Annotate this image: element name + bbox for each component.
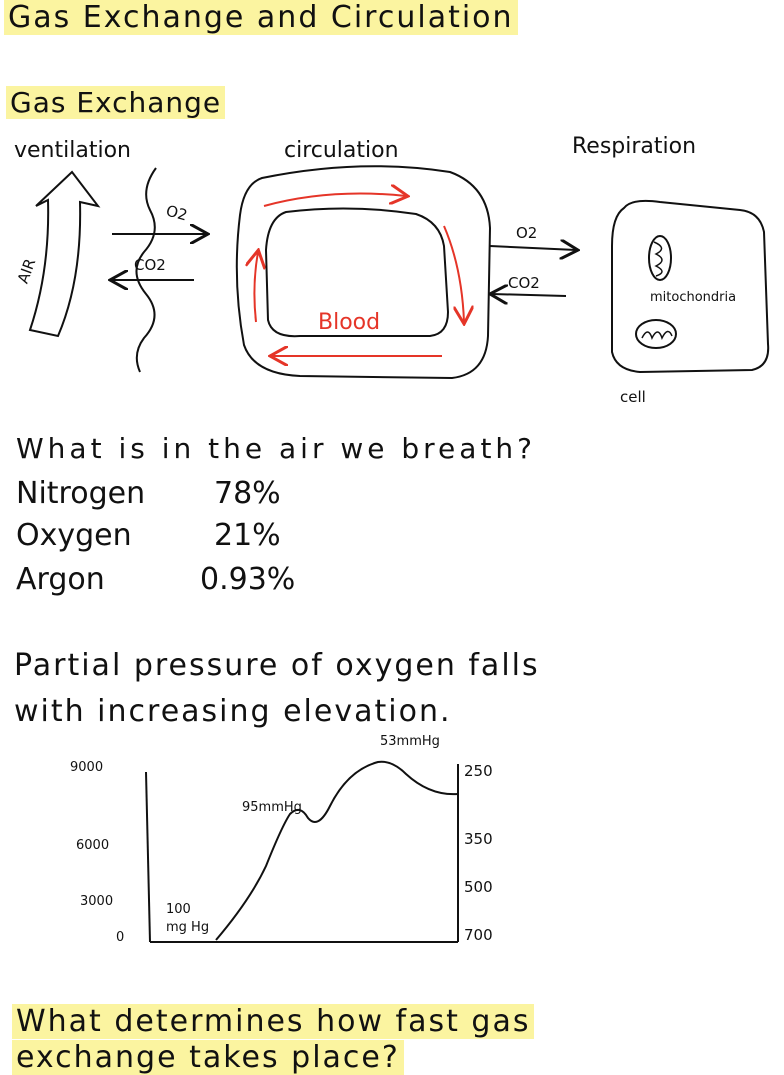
partial-pressure-line1: Partial pressure of oxygen falls: [14, 648, 540, 683]
graph-left-axis: [145, 771, 151, 943]
membrane-wave: [135, 167, 157, 373]
gas-name-nitrogen: Nitrogen: [16, 476, 146, 511]
circulation-label: circulation: [284, 138, 399, 163]
left-tick-6000: 6000: [76, 838, 110, 853]
gas-name-argon: Argon: [16, 562, 105, 597]
blood-arrow-right: [443, 225, 464, 322]
gas-exchange-diagram: [28, 165, 770, 380]
closing-question-line2: exchange takes place?: [12, 1040, 404, 1075]
co2-right-label: CO2: [508, 274, 540, 292]
mitochondria-label: mitochondria: [650, 290, 737, 305]
closing-question-line1: What determines how fast gas: [12, 1004, 535, 1039]
co2-right-arrow: [492, 294, 567, 296]
o2-right-label: O2: [516, 224, 538, 242]
o2-right-arrow: [489, 246, 576, 250]
annotation-low-1: 100: [166, 902, 191, 917]
right-tick-700: 700: [464, 926, 493, 944]
left-tick-9000: 9000: [70, 760, 104, 775]
ventilation-label: ventilation: [14, 138, 131, 163]
air-question: What is in the air we breath?: [16, 432, 537, 465]
annotation-low-2: mg Hg: [166, 920, 210, 935]
left-tick-3000: 3000: [80, 894, 114, 909]
blood-arrow-left: [254, 252, 258, 323]
cell-body: [611, 199, 770, 374]
annotation-mid: 95mmHg: [242, 800, 302, 815]
gas-percent-oxygen: 21%: [214, 518, 281, 553]
gas-name-oxygen: Oxygen: [16, 518, 132, 553]
section-heading: Gas Exchange: [6, 86, 226, 119]
right-tick-500: 500: [464, 878, 493, 896]
blood-label: Blood: [318, 310, 381, 335]
co2-left-label: CO2: [134, 256, 166, 274]
right-tick-350: 350: [464, 830, 493, 848]
annotation-peak: 53mmHg: [380, 734, 440, 749]
gas-percent-nitrogen: 78%: [214, 476, 281, 511]
page-title: Gas Exchange and Circulation: [4, 0, 518, 35]
partial-pressure-line2: with increasing elevation.: [14, 694, 452, 729]
left-tick-0: 0: [116, 930, 125, 945]
circulation-outer: [235, 165, 492, 380]
right-tick-250: 250: [464, 762, 493, 780]
graph-curve: [215, 760, 459, 941]
mitochondrion-2: [635, 319, 677, 349]
cell-label: cell: [620, 388, 646, 406]
air-arrow: [28, 170, 101, 338]
respiration-label: Respiration: [572, 134, 697, 159]
gas-percent-argon: 0.93%: [200, 562, 296, 597]
mitochondrion-1: [648, 235, 672, 281]
blood-arrow-top: [263, 194, 406, 207]
